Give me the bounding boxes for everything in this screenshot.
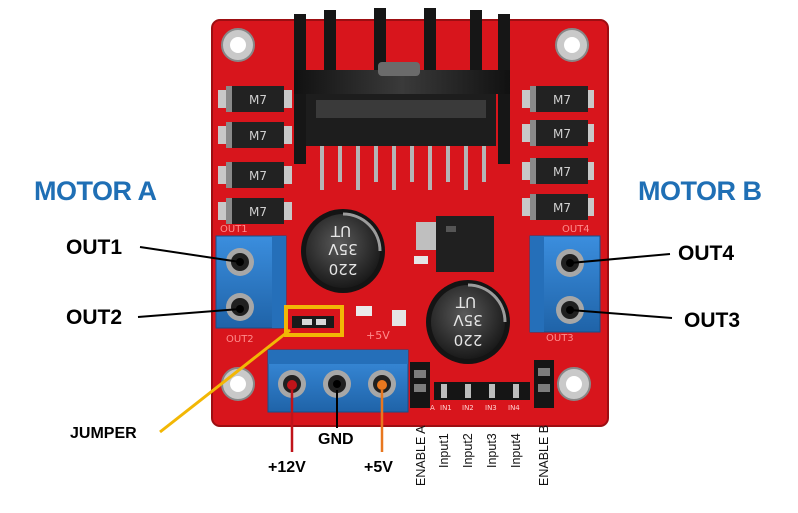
5v-jumper — [292, 316, 334, 328]
label-input3: Input3 — [485, 433, 499, 468]
capacitor-left-value: 220 — [329, 260, 358, 278]
capacitor-left-series: UT — [330, 222, 351, 240]
smd-resistor — [356, 306, 372, 316]
mounting-hole-bottom-left — [221, 367, 255, 401]
label-out4: OUT4 — [678, 242, 735, 265]
diodes-left — [218, 86, 292, 224]
pointer-out1 — [139, 246, 241, 263]
silk-out4: OUT4 — [562, 224, 590, 235]
label-5v: +5V — [364, 459, 393, 476]
diode-label: M7 — [249, 129, 267, 143]
capacitor-left — [301, 209, 385, 293]
diodes-right — [522, 86, 594, 220]
smd-part — [414, 256, 428, 264]
label-enable-b: ENABLE B — [537, 424, 551, 486]
diode-label: M7 — [553, 165, 571, 179]
silk-in3: IN3 — [485, 404, 497, 412]
label-motor-a: MOTOR A — [34, 176, 157, 206]
pointer-dot-out2 — [236, 305, 244, 313]
label-gnd: GND — [318, 431, 354, 448]
pointer-dot-out3 — [566, 306, 574, 314]
label-jumper: JUMPER — [70, 425, 137, 442]
pointer-jumper — [159, 328, 291, 434]
label-12v: +12V — [268, 459, 306, 476]
pointer-dot-5v — [377, 380, 387, 390]
capacitor-left-volts: 35V — [328, 240, 358, 258]
silk-in1: IN1 — [440, 404, 452, 412]
pointer-out3 — [569, 309, 673, 319]
label-out1: OUT1 — [66, 236, 123, 259]
silk-out3: OUT3 — [546, 333, 574, 344]
pointer-dot-gnd — [333, 380, 341, 388]
diode-label: M7 — [249, 205, 267, 219]
silk-in2: IN2 — [462, 404, 474, 412]
pointer-dot-out4 — [566, 259, 574, 267]
label-input2: Input2 — [461, 433, 475, 468]
diode-label: M7 — [553, 93, 571, 107]
jumper-highlight-box — [284, 305, 344, 337]
silk-ena: A — [430, 404, 435, 412]
label-out2: OUT2 — [66, 306, 123, 329]
mounting-hole-top-left — [221, 28, 255, 62]
header-enable-b — [534, 360, 554, 408]
terminal-block-motor-b — [529, 235, 601, 333]
label-input1: Input1 — [437, 433, 451, 468]
l298n-chip — [306, 94, 496, 190]
label-motor-b: MOTOR B — [638, 176, 762, 206]
label-input4: Input4 — [509, 433, 523, 468]
mounting-hole-bottom-right — [557, 367, 591, 401]
header-inputs — [434, 382, 530, 400]
diode-label: M7 — [553, 127, 571, 141]
capacitor-right-series: UT — [455, 293, 476, 311]
diode-label: M7 — [553, 201, 571, 215]
header-enable-a — [410, 362, 430, 408]
smd-led — [392, 310, 406, 326]
label-out3: OUT3 — [684, 309, 741, 332]
silk-in4: IN4 — [508, 404, 520, 412]
pointer-dot-out1 — [236, 258, 244, 266]
diode-label: M7 — [249, 169, 267, 183]
pointer-out2 — [137, 308, 241, 318]
capacitor-right-volts: 35V — [453, 311, 483, 329]
silk-plus5v: +5V — [366, 329, 390, 342]
voltage-regulator — [416, 216, 494, 272]
silk-out1: OUT1 — [220, 224, 248, 235]
capacitor-right-value: 220 — [454, 331, 483, 349]
terminal-block-motor-a — [215, 235, 287, 329]
mounting-hole-top-right — [555, 28, 589, 62]
diode-label: M7 — [249, 93, 267, 107]
silk-out2: OUT2 — [226, 334, 254, 345]
pointer-dot-12v — [287, 380, 297, 390]
capacitor-right — [426, 280, 510, 364]
pointer-out4 — [569, 253, 671, 264]
label-enable-a: ENABLE A — [414, 425, 428, 486]
